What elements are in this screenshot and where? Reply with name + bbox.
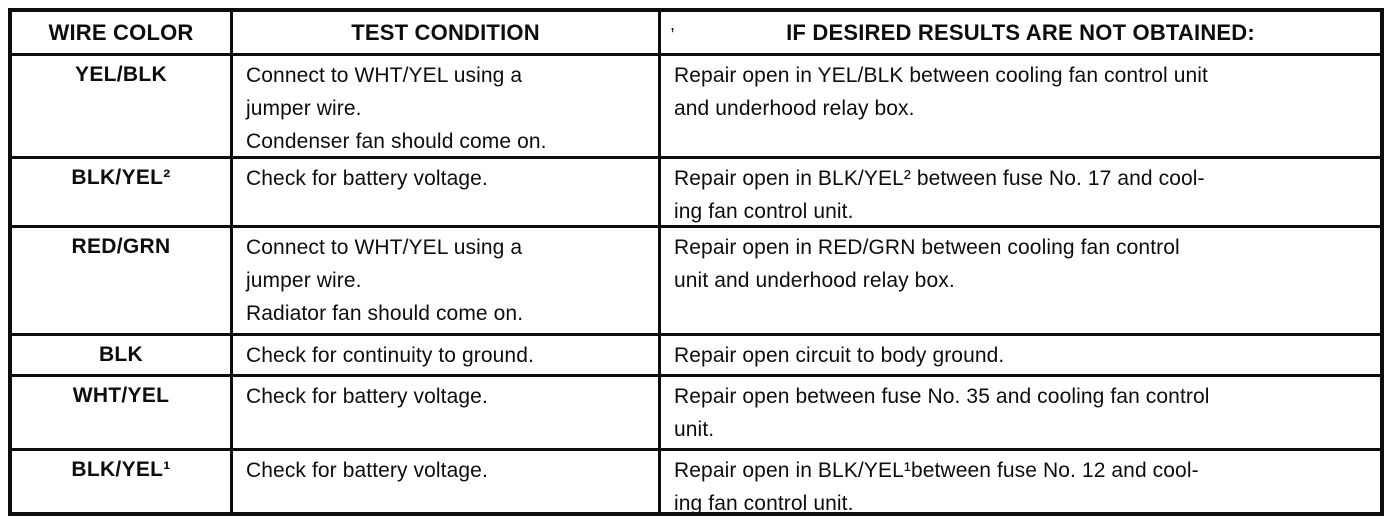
column-header-label: IF DESIRED RESULTS ARE NOT OBTAINED: — [786, 19, 1255, 45]
column-header-results-not-obtained: , IF DESIRED RESULTS ARE NOT OBTAINED: — [661, 12, 1380, 53]
table-row-3-result-cell: Repair open in RED/GRN between cooling f… — [661, 228, 1380, 333]
column-header-test-condition: TEST CONDITION — [233, 12, 658, 53]
column-header-label: TEST CONDITION — [351, 19, 540, 45]
table-row-6-wire-color-cell: BLK/YEL¹ — [12, 451, 230, 512]
table-row-4-wire-color-cell: BLK — [12, 336, 230, 374]
table-row-4-result-cell: Repair open circuit to body ground. — [661, 336, 1380, 374]
table-row-2-test-condition-cell: Check for battery voltage. — [233, 159, 658, 225]
column-header-label: WIRE COLOR — [48, 19, 194, 45]
table-row-1-wire-color-cell: YEL/BLK — [12, 56, 230, 156]
table-row-2-wire-color-cell: BLK/YEL² — [12, 159, 230, 225]
table-row-1-result-cell: Repair open in YEL/BLK between cooling f… — [661, 56, 1380, 156]
table-row-2-result-cell: Repair open in BLK/YEL² between fuse No.… — [661, 159, 1380, 225]
table-row-5-result-cell: Repair open between fuse No. 35 and cool… — [661, 377, 1380, 448]
column-header-wire-color: WIRE COLOR — [12, 12, 230, 53]
table-row-3-test-condition-cell: Connect to WHT/YEL using a jumper wire. … — [233, 228, 658, 333]
table-row-1-test-condition-cell: Connect to WHT/YEL using a jumper wire. … — [233, 56, 658, 156]
table-row-5-test-condition-cell: Check for battery voltage. — [233, 377, 658, 448]
table-row-5-wire-color-cell: WHT/YEL — [12, 377, 230, 448]
table-row-6-result-cell: Repair open in BLK/YEL¹between fuse No. … — [661, 451, 1380, 512]
table-row-4-test-condition-cell: Check for continuity to ground. — [233, 336, 658, 374]
cooling-fan-troubleshooting-table: WIRE COLOR TEST CONDITION , IF DESIRED R… — [8, 8, 1384, 516]
table-row-6-test-condition-cell: Check for battery voltage. — [233, 451, 658, 512]
table-row-3-wire-color-cell: RED/GRN — [12, 228, 230, 333]
scan-artifact-mark: , — [670, 14, 676, 34]
